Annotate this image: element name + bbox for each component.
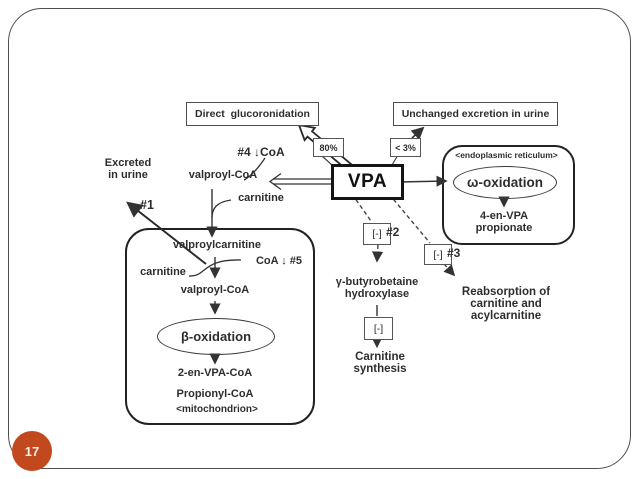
omega-oxidation-ellipse: ω-oxidation [453, 166, 557, 199]
coa-step-5-label: CoA ↓ #5 [255, 255, 303, 267]
inhibit-2-box: [-] [363, 223, 391, 245]
endoplasmic-reticulum-box [442, 145, 575, 245]
step-1-label: #1 [140, 198, 154, 212]
carnitine-label: carnitine [238, 192, 284, 204]
er-products-label: 4-en-VPA propionate [475, 210, 533, 234]
beta-oxidation-ellipse: β-oxidation [157, 318, 275, 355]
endoplasmic-reticulum-caption: <endoplasmic reticulum> [455, 150, 558, 160]
direct-glucoronidation-box: Direct glucoronidation [186, 102, 319, 126]
valproylcarnitine-label: valproylcarnitine [172, 239, 262, 251]
dashed-inhibit3-to-reabsorption [443, 263, 456, 277]
arrow-to-unchanged-excretion [410, 126, 425, 141]
vpa-box: VPA [331, 164, 404, 200]
step-3-label: #3 [447, 246, 461, 260]
dashed-vpa-to-inhibit2 [351, 193, 372, 222]
reabsorption-label: Reabsorption of carnitine and acylcarnit… [461, 286, 551, 322]
page-number-badge: 17 [12, 431, 52, 471]
propionyl-coa-label: Propionyl-CoA [176, 388, 254, 400]
dashed-inhibit2-to-hydroxylase [372, 244, 384, 263]
mito-valproyl-coa-label: valproyl-CoA [180, 284, 250, 296]
inhibit-3-box: [-] [424, 244, 452, 265]
percent-80-box: 80% [313, 138, 344, 157]
carnitine-synthesis-label: Carnitine synthesis [353, 351, 407, 375]
arrow-vpa-to-omega-oxidation [398, 175, 448, 187]
unchanged-excretion-box: Unchanged excretion in urine [393, 102, 558, 126]
inhibit-synthesis-box: [-] [364, 317, 393, 340]
mito-carnitine-label: carnitine [140, 266, 186, 278]
arrow-excreted-in-urine [126, 201, 207, 265]
two-en-vpa-coa-label: 2-en-VPA-CoA [177, 367, 253, 379]
gamma-butyrobetaine-hydroxylase-label: γ-butyrobetaine hydroxylase [335, 276, 419, 300]
valproyl-coa-label: valproyl-CoA [188, 169, 258, 181]
step-2-label: #2 [386, 225, 400, 239]
dashed-vpa-to-inhibit3 [388, 193, 431, 244]
step-4-coa-label: #4 ↓CoA [237, 145, 285, 159]
carnitine-coa-exchange-curve [188, 259, 242, 277]
mitochondrion-box [125, 228, 315, 425]
coa-release-curve [243, 157, 266, 181]
excreted-in-urine-label: Excreted in urine [104, 157, 152, 181]
mitochondrion-caption: <mitochondrion> [176, 404, 258, 415]
arrow-vpa-to-valproyl-coa [268, 172, 331, 191]
percent-3-box: < 3% [390, 138, 421, 157]
slide-border [8, 8, 631, 469]
